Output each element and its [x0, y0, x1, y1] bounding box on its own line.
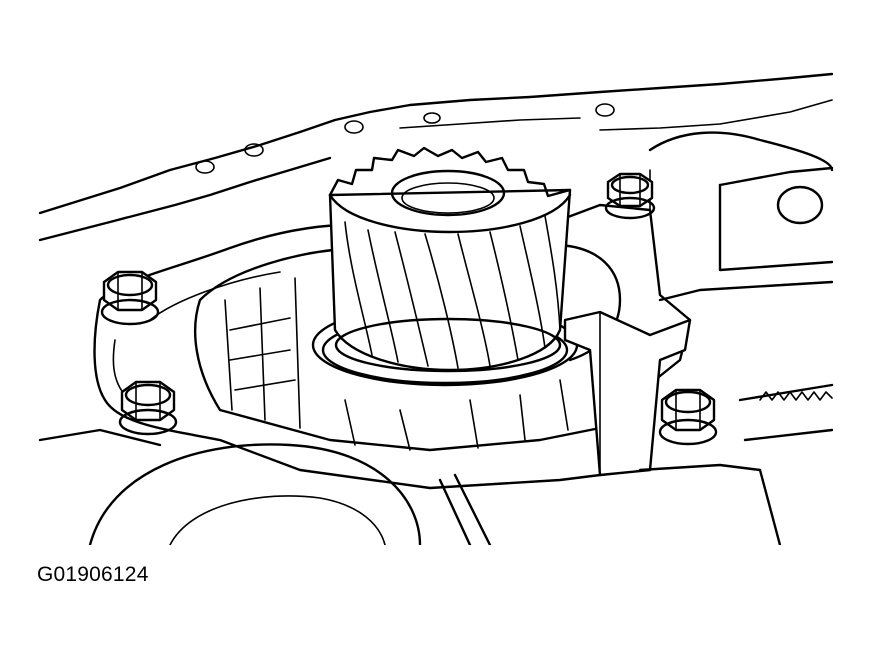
bolt-lower-right: [658, 388, 718, 446]
lower-housing: [38, 383, 834, 545]
gear-housing-illustration: [38, 72, 834, 545]
bolt-upper-right: [604, 172, 656, 220]
bolt-lower-left: [118, 380, 178, 436]
figure-code: G01906124: [37, 563, 149, 586]
bolt-upper-left: [100, 270, 160, 326]
helical-drive-gear: [328, 146, 572, 373]
retaining-bracket: [563, 310, 692, 477]
transmission-case-outline: [38, 72, 834, 242]
right-housing-detail: [648, 131, 834, 302]
